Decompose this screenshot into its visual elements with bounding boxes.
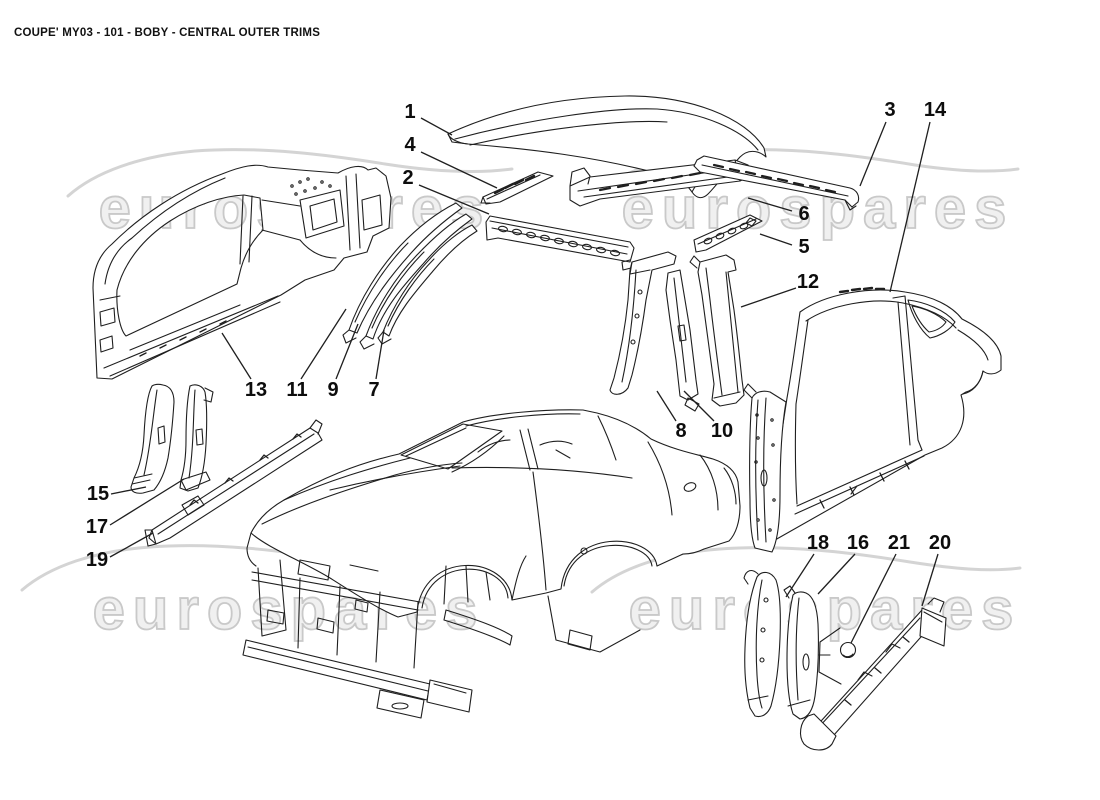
part-21-grommet xyxy=(818,627,857,685)
callout-label-7: 7 xyxy=(368,379,380,401)
car-body-drawing xyxy=(242,409,741,719)
callout-label-11: 11 xyxy=(286,379,308,401)
watermark-text: eurospares xyxy=(629,577,1022,642)
part-14-bodyside-outer-panel xyxy=(743,286,1002,553)
part-12-centre-pillar-trim xyxy=(689,254,745,407)
callout-label-15: 15 xyxy=(86,483,110,505)
part-15-centre-pillar xyxy=(130,383,175,494)
callout-label-20: 20 xyxy=(928,532,952,554)
callout-label-3: 3 xyxy=(884,99,896,121)
callout-label-6: 6 xyxy=(798,203,810,225)
part-17-centre-pillar-inner xyxy=(179,384,214,492)
callout-label-2: 2 xyxy=(402,167,414,189)
callout-label-17: 17 xyxy=(85,516,109,538)
part-9-a-pillar-trim xyxy=(359,213,473,350)
callout-label-13: 13 xyxy=(244,379,268,401)
part-18-centre-pillar xyxy=(743,569,781,718)
callout-label-18: 18 xyxy=(806,532,830,554)
callout-label-10: 10 xyxy=(710,420,734,442)
part-13-bodyside-frame xyxy=(92,164,392,380)
page-title: COUPE' MY03 - 101 - BOBY - CENTRAL OUTER… xyxy=(14,27,321,39)
callout-label-9: 9 xyxy=(327,379,339,401)
callout-label-14: 14 xyxy=(923,99,947,121)
part-20-sill-panel xyxy=(799,597,947,751)
part-2-crossmember xyxy=(485,215,635,263)
part-10-centre-pillar-trim xyxy=(665,269,700,412)
part-3-rear-rail xyxy=(693,155,860,211)
watermark-swoosh xyxy=(590,546,1022,594)
callout-label-1: 1 xyxy=(404,101,416,123)
callout-label-8: 8 xyxy=(675,420,687,442)
callout-label-4: 4 xyxy=(404,134,416,156)
callout-label-16: 16 xyxy=(846,532,870,554)
part-5-rail-trim xyxy=(693,214,763,253)
callout-label-12: 12 xyxy=(796,271,820,293)
callout-label-21: 21 xyxy=(887,532,911,554)
callout-label-19: 19 xyxy=(85,549,109,571)
part-4-header-trim xyxy=(480,171,554,205)
part-8-centre-pillar-trim xyxy=(609,251,677,395)
callout-label-5: 5 xyxy=(798,236,810,258)
